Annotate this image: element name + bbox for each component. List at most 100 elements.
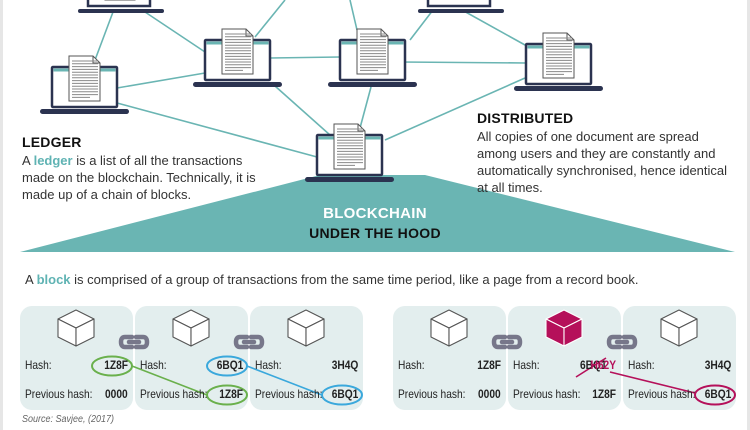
connection-line: [399, 61, 527, 64]
document-icon: [68, 55, 101, 102]
connection-line: [116, 102, 318, 158]
block-card: [393, 306, 506, 410]
hash-label: Hash:: [25, 358, 52, 372]
laptop-top-left: [78, 0, 164, 13]
connection-line: [461, 9, 526, 46]
hash-label: Hash:: [628, 358, 655, 372]
laptop-base: [328, 82, 417, 87]
distributed-text-line1: All copies of one document are spread: [477, 129, 699, 144]
valid-chain: [20, 306, 363, 410]
source-label: Source:: [22, 414, 54, 425]
distributed-text-line4: at all times.: [477, 180, 543, 195]
document-icon: [542, 32, 575, 79]
distributed-description: All copies of one document are spread am…: [477, 128, 737, 196]
left-border: [0, 0, 3, 430]
block-cube-icon: [57, 309, 95, 347]
block-caption: A block is comprised of a group of trans…: [25, 272, 638, 287]
block-cube-icon: [430, 309, 468, 347]
previous-hash-label: Previous hash:: [398, 387, 466, 401]
ledger-text-line1: is a list of all the transactions: [72, 153, 243, 168]
laptop-right: [514, 32, 603, 91]
chain-link-icon: [491, 334, 523, 350]
block-card: [508, 306, 621, 410]
hash-label: Hash:: [140, 358, 167, 372]
tampered-chain: [393, 306, 736, 410]
banner-subtitle: UNDER THE HOOD: [309, 225, 441, 241]
block-cube-icon: [660, 309, 698, 347]
previous-hash-label: Previous hash:: [255, 387, 323, 401]
previous-hash-label: Previous hash:: [25, 387, 93, 401]
distributed-section: DISTRIBUTED All copies of one document a…: [477, 110, 737, 196]
block-keyword: block: [36, 272, 71, 287]
ledger-heading: LEDGER: [22, 134, 82, 150]
ledger-text-pre: A: [22, 153, 34, 168]
laptop-base: [305, 177, 394, 182]
network-connections: [94, 0, 527, 158]
previous-hash-value: 0000: [478, 387, 501, 401]
laptop-top-right: [418, 0, 504, 13]
connection-line: [384, 77, 526, 141]
block-chains: [20, 306, 736, 410]
hash-value: 6BQ1: [216, 358, 243, 372]
source-citation: Source: Savjee, (2017): [22, 414, 114, 425]
hash-value: 1Z8F: [477, 358, 501, 372]
blockchain-banner: [20, 175, 735, 252]
hash-label: Hash:: [513, 358, 540, 372]
connection-line: [116, 72, 206, 89]
laptop-base: [514, 86, 603, 91]
previous-hash-label: Previous hash:: [140, 387, 208, 401]
connection-line: [349, 0, 358, 31]
laptop-center-left: [193, 28, 282, 87]
prev-hash-highlight-crimson: [694, 384, 736, 406]
ledger-section: LEDGER A ledger is a list of all the tra…: [22, 134, 282, 203]
previous-hash-label: Previous hash:: [628, 387, 696, 401]
laptop-center: [328, 28, 417, 87]
ledger-text-line3: made up of a chain of blocks.: [22, 187, 192, 202]
ledger-description: A ledger is a list of all the transactio…: [22, 152, 282, 203]
connection-line: [359, 86, 372, 129]
block-card: [250, 306, 363, 410]
block-caption-rest: is comprised of a group of transactions …: [70, 272, 639, 287]
chain-link-icon: [606, 334, 638, 350]
chain-link-icon: [118, 334, 150, 350]
block-cube-icon: [287, 309, 325, 347]
distributed-text-line3: automatically synchronised, hence identi…: [477, 163, 728, 178]
block-card: [20, 306, 133, 410]
new-hash-value: H62Y: [590, 358, 616, 372]
document-icon: [356, 28, 389, 75]
connection-line: [94, 11, 114, 61]
document-icon: [221, 28, 254, 75]
laptop-base: [40, 109, 129, 114]
old-hash-value: 6BQ1: [580, 358, 607, 372]
source-text: Savjee, (2017): [53, 414, 115, 425]
right-border: [747, 0, 750, 430]
distributed-heading: DISTRIBUTED: [477, 110, 574, 126]
previous-hash-value: 0000: [105, 387, 128, 401]
hash-label: Hash:: [398, 358, 425, 372]
block-cube-icon: [172, 309, 210, 347]
connection-line: [254, 0, 286, 38]
previous-hash-label: Previous hash:: [513, 387, 581, 401]
laptop-left: [40, 55, 129, 114]
hash-value: 3H4Q: [704, 358, 731, 372]
previous-hash-value: 6BQ1: [704, 387, 731, 401]
connection-line: [144, 11, 206, 53]
previous-hash-value: 1Z8F: [592, 387, 616, 401]
previous-hash-value: 1Z8F: [219, 387, 243, 401]
ledger-text-line2: made on the blockchain. Technically, it …: [22, 170, 256, 185]
connection-line: [409, 9, 434, 41]
chain-link-icon: [233, 334, 265, 350]
document-icon: [333, 123, 366, 170]
connection-line: [269, 56, 341, 59]
hash-connector-green: [131, 365, 208, 396]
laptop-bottom-center: [305, 123, 394, 182]
connection-line: [274, 85, 331, 136]
previous-hash-value: 6BQ1: [331, 387, 358, 401]
network-diagram: [20, 0, 735, 252]
tampered-block-cube-icon: [545, 309, 583, 347]
hash-value: 1Z8F: [104, 358, 128, 372]
hash-label: Hash:: [255, 358, 282, 372]
hash-value: 3H4Q: [331, 358, 358, 372]
hash-connector-blue: [246, 365, 323, 396]
block-caption-pre: A: [25, 272, 37, 287]
